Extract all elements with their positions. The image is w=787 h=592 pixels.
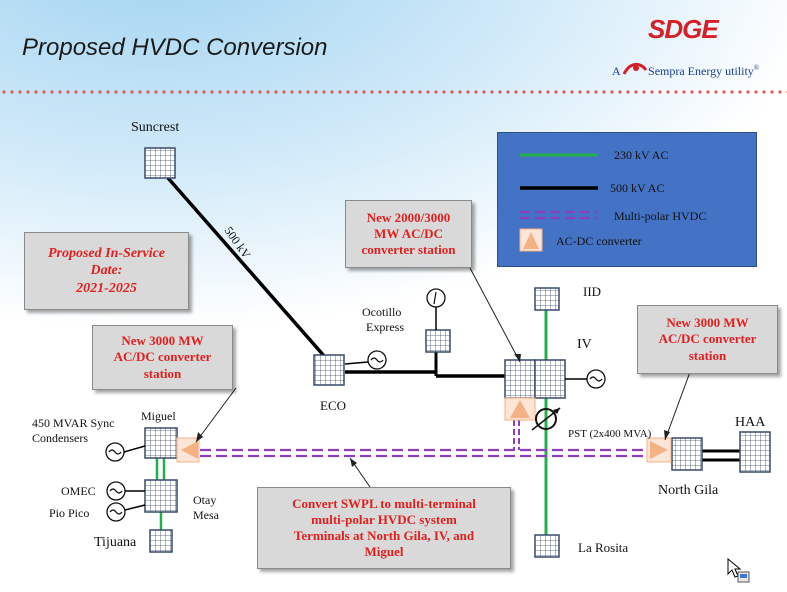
substation-north-gila xyxy=(671,437,703,471)
label-eco: ECO xyxy=(320,398,346,413)
arrow-center-callout xyxy=(469,267,521,363)
substation-miguel xyxy=(144,427,178,459)
callout-convert-swpl: Convert SWPL to multi-terminal multi-pol… xyxy=(257,487,511,569)
label-haa: HAA xyxy=(735,415,766,430)
label-la-rosita: La Rosita xyxy=(578,540,629,555)
callout-center-converter: New 2000/3000 MW AC/DC converter station xyxy=(345,200,472,268)
sdge-logo: SDGE xyxy=(648,14,719,44)
label-ocotillo-1: Ocotillo xyxy=(362,305,402,319)
callout-bottom-line3: Terminals at North Gila, IV, and xyxy=(293,528,475,543)
line-suncrest-eco xyxy=(166,176,327,359)
logo-tagline: A Sempra Energy utility® xyxy=(612,64,759,79)
label-suncrest: Suncrest xyxy=(131,120,180,135)
legend-label-500kv: 500 kV AC xyxy=(610,181,665,195)
label-otay-1: Otay xyxy=(193,493,217,507)
callout-bottom-line4: Miguel xyxy=(364,544,404,560)
slide-title: Proposed HVDC Conversion xyxy=(22,34,328,61)
logo-tagline-mark: ® xyxy=(753,64,760,72)
logo-tagline-text: Sempra Energy utility xyxy=(648,64,754,78)
callout-in-service-line2: Date: xyxy=(90,263,123,279)
callout-in-service: Proposed In-Service Date: 2021-2025 xyxy=(24,232,189,310)
legend-converter-triangle xyxy=(523,232,539,249)
label-pio-pico: Pio Pico xyxy=(49,506,90,520)
legend-label-230kv: 230 kV AC xyxy=(614,148,669,162)
callout-left-line3: station xyxy=(143,365,182,381)
legend: 230 kV AC 500 kV AC Multi-polar HVDC AC-… xyxy=(497,132,757,267)
substation-la-rosita xyxy=(534,534,560,558)
substation-ocotillo xyxy=(425,329,451,353)
callout-center-line1: New 2000/3000 xyxy=(366,209,451,225)
callout-left-line1: New 3000 MW xyxy=(121,333,204,349)
substation-otay-mesa xyxy=(144,479,178,513)
pst-transformer xyxy=(535,408,557,430)
arrow-left-callout xyxy=(195,387,237,443)
label-miguel: Miguel xyxy=(141,409,176,423)
substation-suncrest xyxy=(144,147,176,179)
substation-tijuana xyxy=(149,529,173,553)
callout-bottom-line1: Convert SWPL to multi-terminal xyxy=(292,495,476,511)
callout-right-line2: AC/DC converter xyxy=(658,331,757,347)
sempra-swoosh-icon xyxy=(622,63,648,75)
substation-eco xyxy=(313,354,345,386)
arrow-right-callout xyxy=(664,371,691,441)
legend-swatches xyxy=(519,153,598,252)
callout-right-line3: station xyxy=(688,347,727,363)
callout-left-line2: AC/DC converter xyxy=(113,349,212,365)
dotted-divider xyxy=(0,90,787,94)
label-sync-2: Condensers xyxy=(32,431,88,445)
legend-label-converter: AC-DC converter xyxy=(556,234,642,248)
logo-tagline-a: A xyxy=(612,64,621,78)
substation-iv-230 xyxy=(534,359,566,399)
label-north-gila: North Gila xyxy=(658,483,719,498)
substation-iv-500 xyxy=(504,359,536,399)
label-omec: OMEC xyxy=(61,484,96,498)
label-sync-1: 450 MVAR Sync xyxy=(32,416,115,430)
label-iid: IID xyxy=(583,284,602,299)
label-tijuana: Tijuana xyxy=(94,535,137,550)
callout-center-line3: converter station xyxy=(361,242,456,258)
callout-left-converter: New 3000 MW AC/DC converter station xyxy=(92,325,233,390)
callout-bottom-line2: multi-polar HVDC system xyxy=(311,511,457,527)
callout-right-line1: New 3000 MW xyxy=(666,315,749,331)
mouse-pointer-icon xyxy=(727,558,750,583)
label-otay-2: Mesa xyxy=(193,508,219,522)
label-iv: IV xyxy=(577,337,592,352)
label-ocotillo-2: Express xyxy=(366,320,404,334)
callout-in-service-line1: Proposed In-Service xyxy=(47,245,166,261)
substation-iid xyxy=(534,287,560,311)
label-pst: PST (2x400 MVA) xyxy=(568,428,652,440)
callout-center-line2: MW AC/DC xyxy=(374,225,443,241)
callout-right-converter: New 3000 MW AC/DC converter station xyxy=(637,305,778,374)
generator-ocotillo xyxy=(426,288,446,308)
callout-in-service-line3: 2021-2025 xyxy=(76,280,137,296)
legend-label-hvdc: Multi-polar HVDC xyxy=(614,209,707,223)
substation-haa xyxy=(739,431,771,473)
